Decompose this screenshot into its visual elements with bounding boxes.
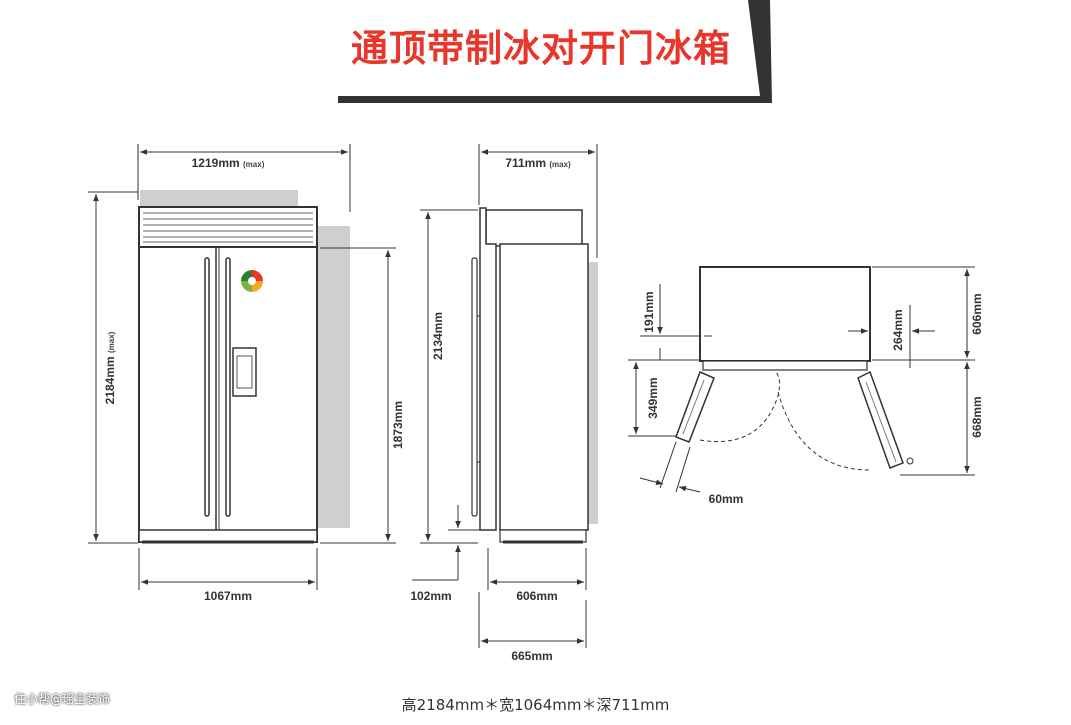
side-top-box	[485, 209, 583, 247]
side-cabinet-depth-label: 606mm	[516, 589, 557, 603]
side-base	[499, 529, 587, 543]
right-door-swing-arc	[777, 391, 871, 471]
front-width-max-label: 1219mm (max)	[192, 156, 265, 170]
front-view: 1219mm (max) 2184mm (max) 1873mm 1067mm	[88, 144, 405, 603]
top-offset-right-label: 264mm	[891, 309, 905, 350]
page-title: 通顶带制冰对开门冰箱	[351, 27, 731, 70]
front-cabinet-height-label: 1873mm	[391, 401, 405, 449]
dimension-caption: 高2184mm＊宽1064mm＊深711mm	[401, 696, 670, 714]
top-door-strip	[702, 360, 868, 371]
side-body	[499, 243, 589, 531]
side-height-label: 2134mm	[431, 312, 445, 360]
top-cabinet-depth-label: 606mm	[970, 293, 984, 334]
left-open-door	[675, 370, 715, 443]
side-shadow	[588, 262, 598, 524]
left-door-swing-arc	[699, 371, 781, 443]
top-swing-left-label: 349mm	[646, 377, 660, 418]
front-width-label: 1067mm	[204, 589, 252, 603]
base-plinth	[138, 529, 318, 543]
front-height-max-label: 2184mm (max)	[103, 331, 117, 404]
brand-logo-icon	[241, 270, 263, 292]
side-door-panel	[479, 207, 497, 531]
side-depth-doors-label: 665mm	[511, 649, 552, 663]
grille-lines	[143, 212, 313, 243]
front-shadow-right	[318, 226, 350, 528]
side-handle	[471, 257, 478, 517]
side-view: 711mm (max) 2134mm 102mm 606mm 665mm	[410, 144, 598, 663]
top-swing-right-label: 668mm	[970, 396, 984, 437]
top-door-gap-label: 60mm	[709, 492, 744, 506]
watermark: 住小帮@瑶宝装饰	[14, 692, 111, 706]
front-shadow-top	[140, 190, 298, 208]
right-door-handle	[225, 257, 231, 517]
top-view: 191mm 264mm 606mm 668mm 349mm 60mm	[628, 266, 984, 506]
top-cabinet	[699, 266, 871, 362]
side-depth-max-label: 711mm (max)	[505, 156, 571, 170]
top-offset-left-label: 191mm	[642, 291, 656, 332]
left-door-handle	[204, 257, 210, 517]
side-toe-kick-label: 102mm	[410, 589, 451, 603]
top-grille	[138, 206, 318, 248]
